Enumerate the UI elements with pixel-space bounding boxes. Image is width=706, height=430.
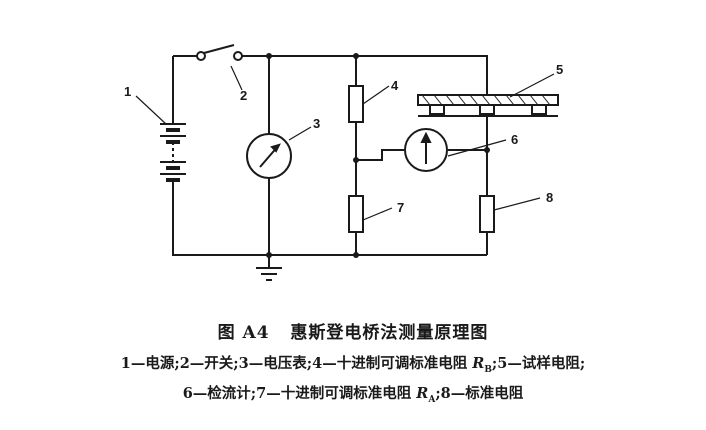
wire-top-right — [242, 55, 488, 103]
rb-subscript: B — [484, 364, 492, 375]
label-2: 2 — [240, 88, 247, 103]
galvanometer-6 — [404, 128, 448, 172]
wheatstone-bridge-circuit-diagram: 1 2 3 4 5 6 7 8 — [124, 44, 563, 281]
leader-3 — [288, 126, 312, 141]
ra-subscript: A — [428, 394, 436, 405]
wire-galvanometer-left — [356, 149, 404, 161]
legend-1-part1: 1—电源;2—开关;3—电压表;4—十进制可调标准电阻 — [120, 355, 473, 372]
specimen-5 — [417, 94, 559, 117]
rb-symbol: R — [472, 355, 485, 372]
switch-2 — [196, 44, 243, 61]
legend-line-2: 6—检流计;7—十进制可调标准电阻 RA;8—标准电阻 — [0, 382, 706, 405]
label-7: 7 — [397, 200, 404, 215]
caption-label: 图 A4 — [217, 323, 270, 343]
legend-line-1: 1—电源;2—开关;3—电压表;4—十进制可调标准电阻 RB;5—试样电阻; — [0, 352, 706, 375]
label-4: 4 — [391, 78, 399, 93]
ra-symbol: R — [416, 385, 429, 402]
voltmeter-3 — [246, 133, 292, 179]
label-6: 6 — [511, 132, 518, 147]
label-3: 3 — [313, 116, 320, 131]
leader-7 — [362, 207, 393, 221]
wire-left-lower — [172, 190, 487, 256]
leader-2 — [230, 65, 243, 91]
wire-top-left — [172, 55, 197, 120]
resistor-7 — [348, 195, 364, 233]
ground-symbol — [256, 267, 282, 281]
figure-caption: 图 A4 惠斯登电桥法测量原理图 — [0, 318, 706, 343]
leader-5 — [509, 73, 555, 98]
caption-title: 惠斯登电桥法测量原理图 — [290, 323, 489, 343]
label-1: 1 — [124, 84, 131, 99]
battery-1 — [160, 120, 186, 190]
leader-6 — [447, 139, 507, 157]
label-8: 8 — [546, 190, 553, 205]
legend-1-part2: ;5—试样电阻; — [491, 355, 586, 372]
leader-4 — [362, 85, 390, 105]
leader-8 — [493, 197, 541, 211]
legend-2-part2: ;8—标准电阻 — [435, 385, 524, 402]
legend-2-part1: 6—检流计;7—十进制可调标准电阻 — [182, 385, 417, 402]
resistor-4 — [348, 85, 364, 123]
junction-dots — [266, 53, 490, 258]
resistor-8 — [479, 195, 495, 233]
label-5: 5 — [556, 62, 563, 77]
leader-1 — [135, 95, 167, 125]
